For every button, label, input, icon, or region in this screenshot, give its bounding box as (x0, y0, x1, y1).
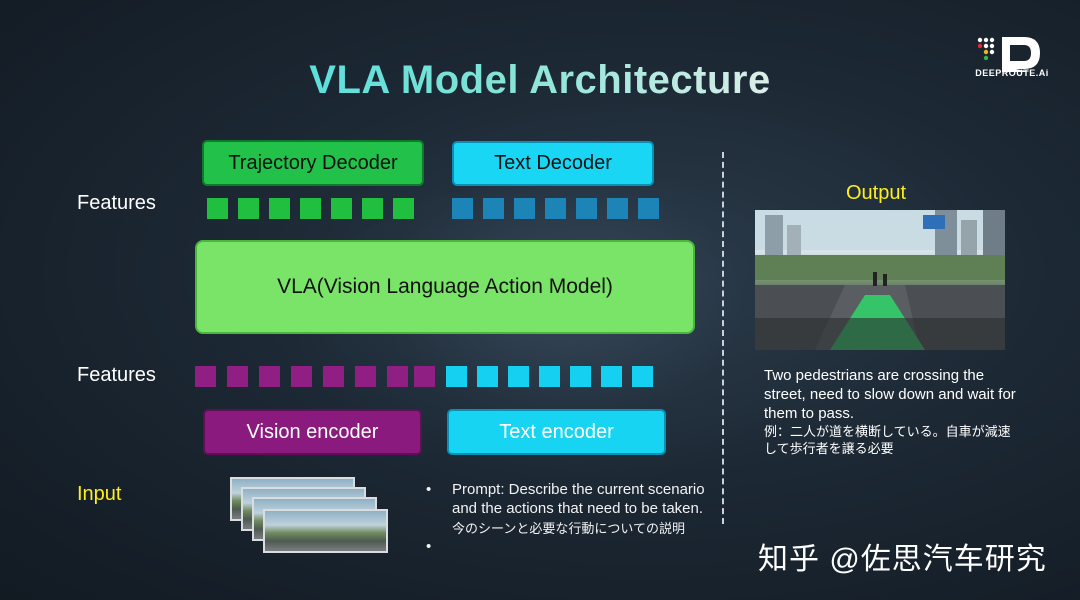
trajectory-feature-token (300, 198, 321, 219)
output-description: Two pedestrians are crossing the street,… (764, 367, 1016, 422)
vision-feature-token (291, 366, 312, 387)
trajectory-feature-token (393, 198, 414, 219)
camera-frame (263, 509, 388, 553)
text-encoder-feature-token (446, 366, 467, 387)
trajectory-feature-token (331, 198, 352, 219)
output-description-japanese: 例：二人が道を横断している。自車が減速して歩行者を譲る必要 (764, 424, 1011, 456)
text-feature-token (607, 198, 628, 219)
vision-feature-token (323, 366, 344, 387)
prompt-japanese: 今のシーンと必要な行動についての説明 (452, 521, 685, 536)
text-encoder-feature-token (539, 366, 560, 387)
bullet: • (426, 538, 432, 555)
text-feature-token (483, 198, 504, 219)
vision-feature-token (414, 366, 435, 387)
vision-feature-token (227, 366, 248, 387)
watermark: 知乎 @佐思汽车研究 (758, 543, 1047, 576)
text-feature-token (452, 198, 473, 219)
input-label: Input (77, 483, 122, 505)
text-feature-token (545, 198, 566, 219)
vision-feature-token (387, 366, 408, 387)
trajectory-feature-token (207, 198, 228, 219)
text-encoder-feature-token (632, 366, 653, 387)
vision-encoder-box: Vision encoder (203, 409, 422, 455)
vla-model-box: VLA(Vision Language Action Model) (195, 240, 695, 334)
text-encoder-feature-token (508, 366, 529, 387)
text-feature-token (576, 198, 597, 219)
text-decoder-box: Text Decoder (452, 141, 654, 186)
page-title: VLA Model Architecture (0, 58, 1080, 103)
text-encoder-box: Text encoder (447, 409, 666, 455)
trajectory-decoder-box: Trajectory Decoder (202, 140, 424, 186)
features-top-label: Features (77, 192, 156, 214)
output-label: Output (846, 182, 907, 204)
features-bottom-label: Features (77, 364, 156, 386)
deeproute-logo-icon (977, 37, 1040, 72)
prompt-text: Prompt: Describe the current scenario an… (452, 481, 705, 517)
driving-scene-image (755, 210, 1005, 350)
driving-scene-drawing (755, 210, 1005, 350)
text-encoder-feature-token (477, 366, 498, 387)
bullet: • (426, 481, 432, 498)
trajectory-feature-token (362, 198, 383, 219)
text-encoder-feature-token (601, 366, 622, 387)
vision-feature-token (259, 366, 280, 387)
trajectory-feature-token (269, 198, 290, 219)
text-encoder-feature-token (570, 366, 591, 387)
trajectory-feature-token (238, 198, 259, 219)
text-feature-token (638, 198, 659, 219)
prompt-block: • Prompt: Describe the current scenario … (426, 480, 716, 555)
vision-feature-token (195, 366, 216, 387)
logo-text: DEEPROUTE.Ai (975, 68, 1049, 78)
text-feature-token (514, 198, 535, 219)
vision-feature-token (355, 366, 376, 387)
section-divider (722, 152, 724, 524)
